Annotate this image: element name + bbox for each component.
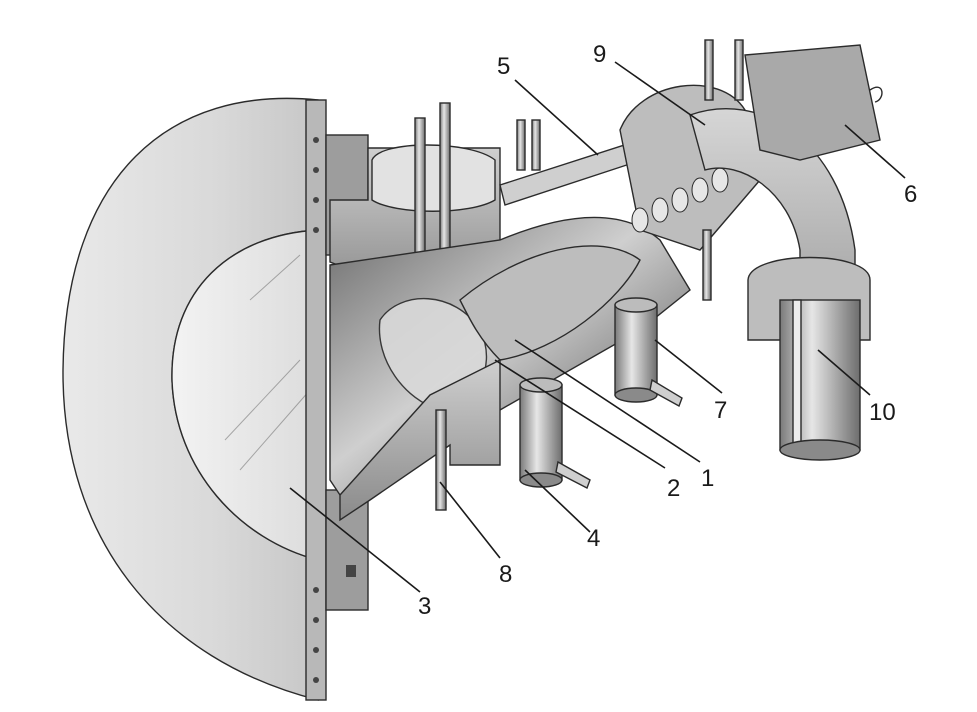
leader-1	[514, 339, 701, 463]
leader-2	[494, 359, 666, 469]
label-8: 8	[499, 561, 512, 588]
label-7: 7	[714, 397, 727, 424]
right-assembly	[619, 39, 883, 461]
lower-housing-block	[339, 358, 501, 522]
leader-5	[514, 79, 599, 156]
label-10: 10	[869, 399, 896, 426]
label-2: 2	[667, 475, 680, 502]
side-cylinder-lower	[519, 377, 591, 489]
window-flange-disk	[62, 97, 319, 701]
label-5: 5	[497, 53, 510, 80]
leader-6	[844, 124, 906, 179]
side-cylinder-upper	[614, 297, 683, 408]
label-3: 3	[418, 593, 431, 620]
leader-4	[524, 469, 591, 533]
label-9: 9	[593, 41, 606, 68]
leader-8	[439, 481, 501, 559]
leader-9	[614, 61, 706, 126]
part-number-labels: 1 2 3 4 5 6 7 8 9 10	[418, 41, 917, 620]
leader-lines	[289, 61, 906, 593]
label-6: 6	[904, 181, 917, 208]
label-4: 4	[587, 525, 600, 552]
flange-edge-strip	[305, 99, 369, 701]
leader-7	[654, 339, 723, 394]
leader-3	[289, 487, 421, 593]
label-1: 1	[701, 465, 714, 492]
leader-10	[817, 349, 871, 396]
